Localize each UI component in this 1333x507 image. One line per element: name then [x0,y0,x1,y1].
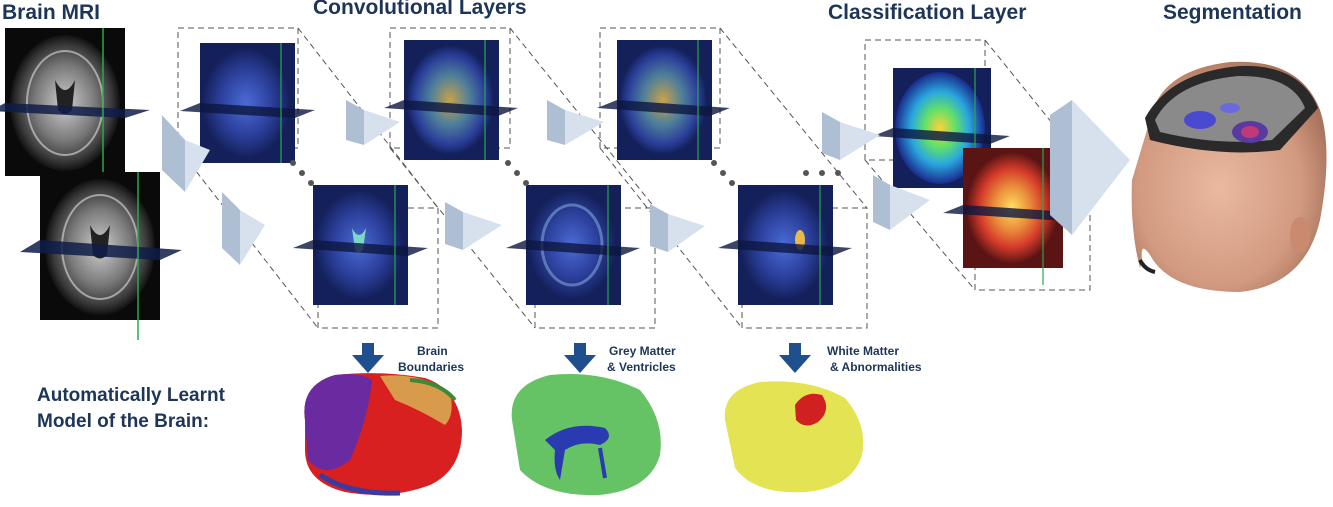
feature-label-3-line1: White Matter [827,344,899,358]
feature-label-2-line1: Grey Matter [609,344,676,358]
feature-label-1-line1: Brain [417,344,448,358]
ellipsis-dots-icon [290,160,314,186]
pyramid-1 [162,115,210,192]
mri-slice-top [0,28,150,176]
classification-map-1 [873,68,1010,188]
pyramid-4 [445,202,502,250]
feature-map-3a [597,40,730,160]
feature-label-1-line2: Boundaries [398,360,464,374]
feature-map-2a [384,40,518,160]
pyramid-9 [1050,100,1130,235]
header-convolutional-layers: Convolutional Layers [313,0,527,19]
pyramid-3 [346,100,400,145]
ellipsis-dots-icon [711,160,735,186]
feature-map-2b [506,185,640,305]
model-label-line1: Automatically Learnt [37,385,226,406]
down-arrow-icon [564,343,596,373]
header-brain-mri: Brain MRI [2,1,100,24]
ellipsis-dots-icon [803,170,841,176]
down-arrow-icon [352,343,384,373]
feature-map-1a [180,43,315,163]
ellipsis-dots-icon [505,160,529,186]
header-segmentation: Segmentation [1163,1,1302,24]
brain-render-grey-matter [511,374,661,496]
feature-map-3b [718,185,852,305]
pyramid-7 [822,112,880,160]
brain-render-boundaries [304,373,462,496]
mri-slice-bottom [20,172,182,340]
pyramid-8 [873,175,930,230]
pyramid-5 [547,100,604,145]
header-classification-layer: Classification Layer [828,1,1026,24]
down-arrow-icon [779,343,811,373]
pyramid-6 [650,204,705,252]
pyramid-2 [222,192,265,265]
classification-map-2 [943,148,1085,285]
feature-label-3-line2: & Abnormalities [830,360,922,374]
model-label-line2: Model of the Brain: [37,411,209,432]
segmentation-head-render [1131,61,1327,292]
brain-render-white-matter [724,381,864,493]
feature-map-1b [293,185,428,305]
feature-label-2-line2: & Ventricles [607,360,676,374]
